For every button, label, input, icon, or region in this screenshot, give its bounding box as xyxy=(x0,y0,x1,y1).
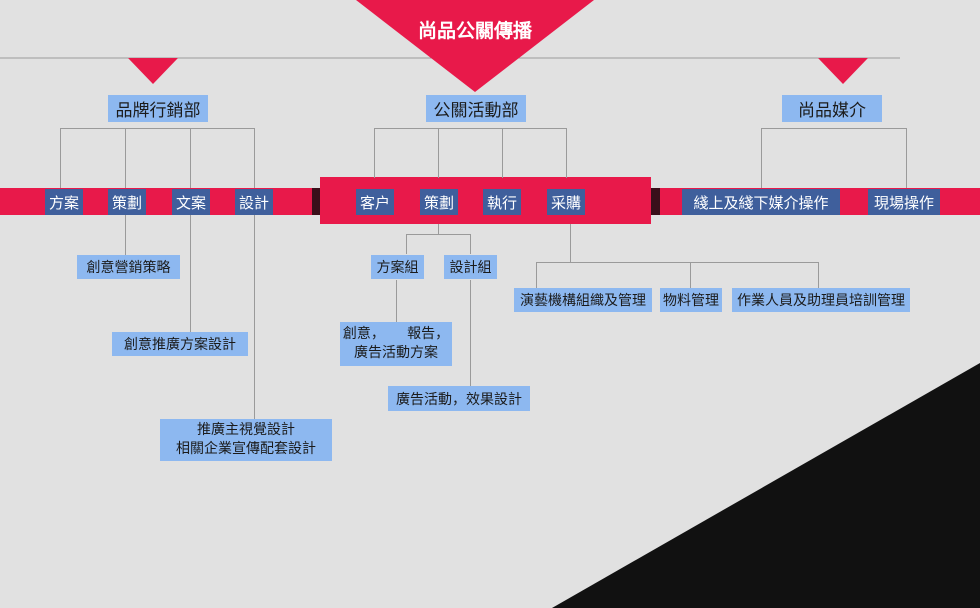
dept-pr-events: 公關活動部 xyxy=(426,95,526,122)
top-title-triangle xyxy=(356,0,594,92)
brand-sub-strategy: 策劃 xyxy=(108,189,146,215)
brand-detail-plan: 創意營銷策略 xyxy=(77,255,180,279)
brand-pointer xyxy=(128,58,178,84)
media-sub-onsite: 現場操作 xyxy=(868,189,940,215)
dept-media: 尚品媒介 xyxy=(782,95,882,122)
pr-group-plan-detail-line2: 廣告活動方案 xyxy=(354,345,438,361)
brand-sub-design: 設計 xyxy=(235,189,273,215)
pr-sub-strategy: 策劃 xyxy=(420,189,458,215)
dept-brand-marketing: 品牌行銷部 xyxy=(108,95,208,122)
pr-group-design-detail: 廣告活動，效果設計 xyxy=(388,386,530,411)
pr-group-plan-detail-line1: 創意， 報告， xyxy=(342,326,450,342)
pr-purchase-training: 作業人員及助理員培訓管理 xyxy=(732,288,910,312)
media-pointer xyxy=(818,58,868,84)
brand-sub-plan: 方案 xyxy=(45,189,83,215)
brand-detail-copy: 創意推廣方案設計 xyxy=(112,332,248,356)
brand-detail-design-line1: 推廣主視覺設計 xyxy=(197,422,295,438)
pr-group-plan-detail: 創意， 報告， 廣告活動方案 xyxy=(340,322,452,366)
pr-sub-client: 客户 xyxy=(356,189,394,215)
brand-sub-copy: 文案 xyxy=(172,189,210,215)
top-title: 尚品公關傳播 xyxy=(417,19,532,42)
pr-group-design: 設計組 xyxy=(444,255,497,279)
pr-sub-execution: 執行 xyxy=(483,189,521,215)
media-sub-online-offline: 綫上及綫下媒介操作 xyxy=(682,189,840,215)
pr-group-plan: 方案組 xyxy=(371,255,424,279)
brand-detail-design-line2: 相關企業宣傳配套設計 xyxy=(176,441,316,457)
pr-purchase-talent: 演藝機構組織及管理 xyxy=(514,288,652,312)
pr-purchase-materials: 物料管理 xyxy=(660,288,722,312)
pr-sub-purchasing: 采購 xyxy=(547,189,585,215)
brand-detail-design: 推廣主視覺設計 相關企業宣傳配套設計 xyxy=(160,419,332,461)
